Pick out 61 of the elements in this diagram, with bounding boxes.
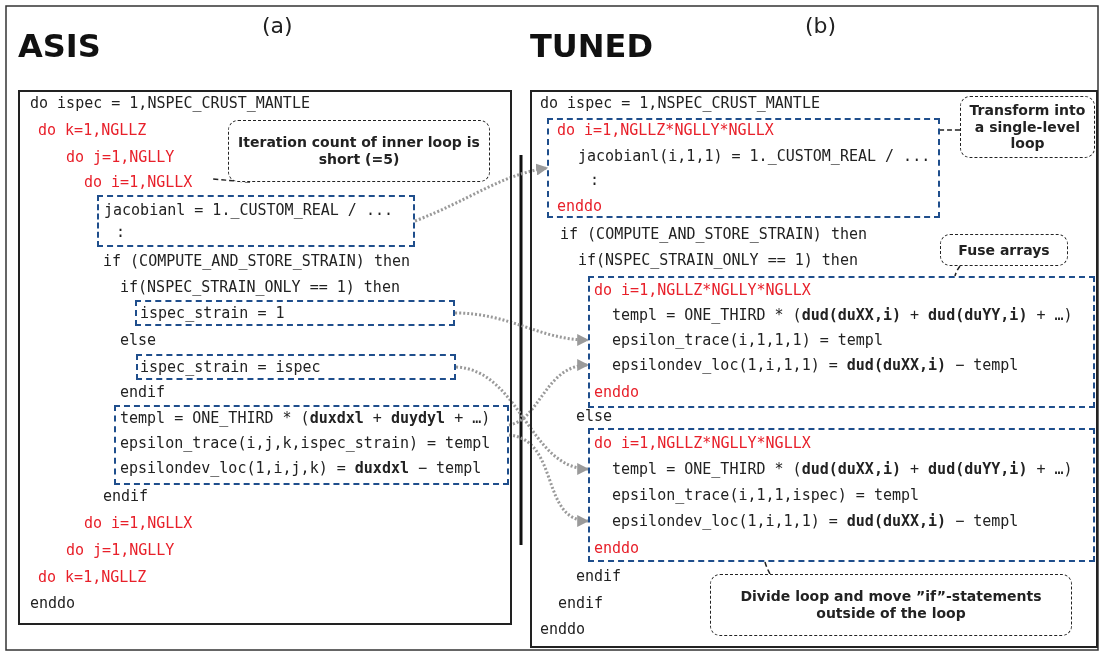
arrow bbox=[455, 365, 590, 474]
code-line: do i=1,NGLLZ*NGLLY*NGLLX bbox=[594, 280, 811, 300]
code-line: do i=1,NGLLZ*NGLLY*NGLLX bbox=[594, 433, 811, 453]
code-line: enddo bbox=[594, 538, 640, 558]
code-line: templ = ONE_THIRD * (dud(duXX,i) + dud(duYY,i) + …) bbox=[612, 459, 1073, 479]
code-line: epsilon_trace(i,1,1,ispec) = templ bbox=[612, 485, 920, 505]
code-line: endif bbox=[576, 566, 622, 586]
code-line: enddo bbox=[594, 382, 640, 402]
code-line: else bbox=[120, 330, 157, 350]
code-line: ispec_strain = ispec bbox=[140, 357, 321, 377]
code-line: : bbox=[590, 170, 600, 190]
code-line: else bbox=[576, 406, 613, 426]
code-line: if(NSPEC_STRAIN_ONLY == 1) then bbox=[578, 250, 858, 270]
code-line: templ = ONE_THIRD * (duxdxl + duydyl + …) bbox=[120, 408, 491, 428]
code-line: if(NSPEC_STRAIN_ONLY == 1) then bbox=[120, 277, 400, 297]
callout-bubble: Divide loop and move ”if”-statements outside of the loop bbox=[710, 574, 1072, 636]
code-line: epsilon_trace(i,1,1,1) = templ bbox=[612, 330, 883, 350]
code-line: do k=1,NGLLZ bbox=[38, 120, 147, 140]
code-line: epsilondev_loc(1,i,j,k) = duxdxl − templ bbox=[120, 458, 482, 478]
panel-label: (a) bbox=[262, 13, 293, 39]
callout-bubble: Transform into a single-level loop bbox=[960, 96, 1095, 158]
code-line: do j=1,NGLLY bbox=[66, 540, 175, 560]
code-line: do i=1,NGLLX bbox=[84, 172, 193, 192]
highlight-box bbox=[114, 405, 509, 485]
code-line: endif bbox=[120, 382, 166, 402]
code-line: endif bbox=[558, 593, 604, 613]
panel-heading: ASIS bbox=[18, 26, 101, 66]
code-line: if (COMPUTE_AND_STORE_STRAIN) then bbox=[103, 251, 411, 271]
code-line: do k=1,NGLLZ bbox=[38, 567, 147, 587]
code-line: endif bbox=[103, 486, 149, 506]
highlight-box bbox=[135, 300, 455, 326]
code-line: enddo bbox=[30, 593, 76, 613]
highlight-box bbox=[136, 354, 456, 380]
code-line: do i=1,NGLLX bbox=[84, 513, 193, 533]
code-line: epsilondev_loc(1,i,1,1) = dud(duXX,i) − templ bbox=[612, 511, 1019, 531]
code-line: ispec_strain = 1 bbox=[140, 303, 285, 323]
highlight-box bbox=[547, 118, 940, 218]
code-line: jacobianl(i,1,1) = 1._CUSTOM_REAL / ... bbox=[578, 146, 931, 166]
arrow bbox=[508, 433, 590, 526]
code-line: enddo bbox=[557, 196, 603, 216]
code-line: if (COMPUTE_AND_STORE_STRAIN) then bbox=[560, 224, 868, 244]
arrow bbox=[454, 311, 590, 346]
highlight-box bbox=[588, 428, 1095, 562]
callout-bubble: Fuse arrays bbox=[940, 234, 1068, 266]
code-line: do ispec = 1,NSPEC_CRUST_MANTLE bbox=[30, 93, 310, 113]
code-line: epsilon_trace(i,j,k,ispec_strain) = templ bbox=[120, 433, 491, 453]
code-line: enddo bbox=[540, 619, 586, 639]
arrow bbox=[508, 360, 590, 427]
code-line: : bbox=[116, 222, 126, 242]
code-line: do ispec = 1,NSPEC_CRUST_MANTLE bbox=[540, 93, 820, 113]
code-line: templ = ONE_THIRD * (dud(duXX,i) + dud(duYY,i) + …) bbox=[612, 305, 1073, 325]
code-line: epsilondev_loc(1,i,1,1) = dud(duXX,i) − templ bbox=[612, 355, 1019, 375]
arrow bbox=[414, 164, 549, 223]
code-line: jacobianl = 1._CUSTOM_REAL / ... bbox=[104, 200, 393, 220]
highlight-box bbox=[588, 276, 1095, 408]
callout-bubble: Iteration count of inner loop is short (=5) bbox=[228, 120, 490, 182]
panel-label: (b) bbox=[805, 13, 837, 39]
code-line: do j=1,NGLLY bbox=[66, 147, 175, 167]
highlight-box bbox=[97, 195, 415, 247]
code-line: do i=1,NGLLZ*NGLLY*NGLLX bbox=[557, 120, 774, 140]
panel-heading: TUNED bbox=[530, 26, 653, 66]
